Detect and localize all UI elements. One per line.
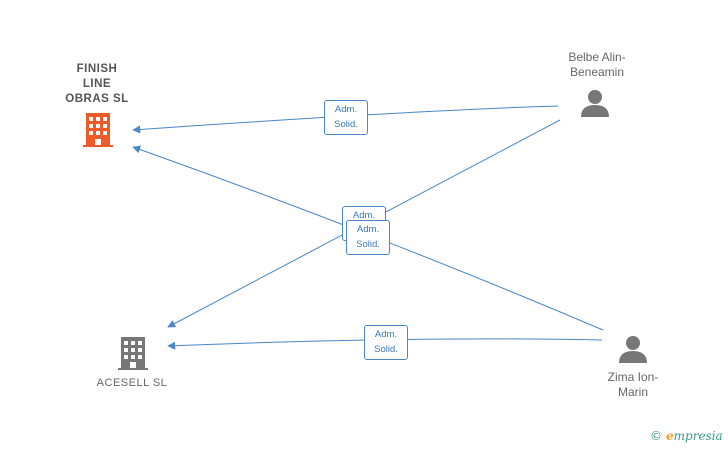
company-name-finish-line[interactable]: FINISH LINE OBRAS SL: [65, 63, 129, 105]
person-name-zima[interactable]: Zima Ion- Marin: [607, 370, 659, 399]
brand-initial: e: [666, 429, 674, 443]
building-icon[interactable]: [83, 113, 113, 147]
person-name-belbe[interactable]: Belbe Alin- Beneamin: [568, 50, 626, 79]
building-icon[interactable]: [118, 337, 148, 370]
edge-label-zima-acesell: Adm. Solid.: [364, 325, 408, 360]
brand-text: mpresia: [673, 429, 723, 443]
edge-label-belbe-finish-line: Adm. Solid.: [324, 100, 368, 135]
edge-label-belbe-acesell: Adm. Solid.: [346, 220, 390, 255]
copyright-icon: ©: [650, 429, 662, 443]
company-name-acesell[interactable]: ACESELL SL: [96, 377, 168, 389]
empresia-logo[interactable]: © empresia: [650, 429, 723, 443]
person-icon[interactable]: [619, 336, 647, 363]
edge-belbe-finish-line[interactable]: [132, 105, 559, 134]
person-icon[interactable]: [581, 90, 609, 117]
